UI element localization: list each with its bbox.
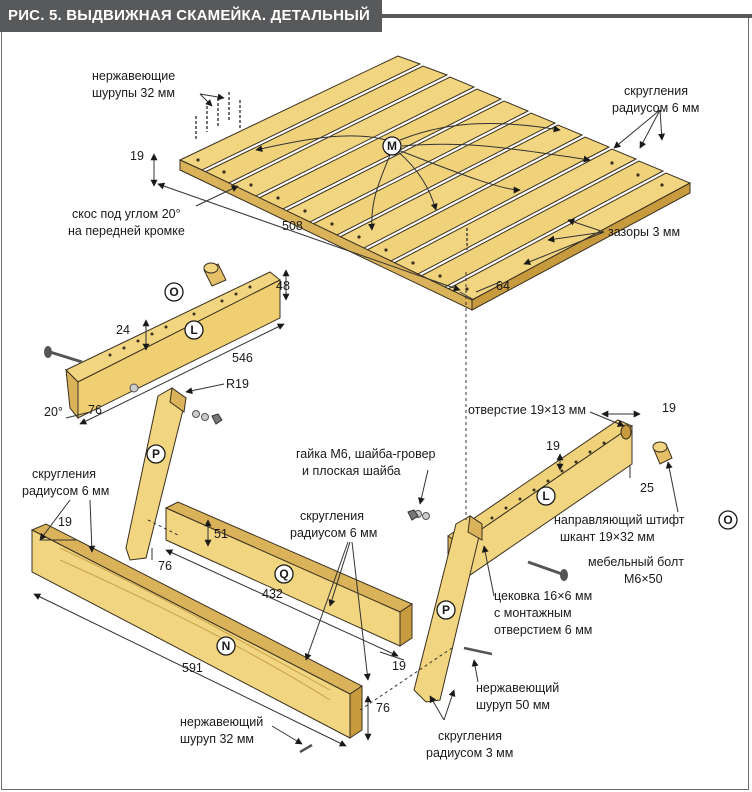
- label-round6-top-line1: скругления: [624, 84, 688, 98]
- part-marker-m: M: [382, 136, 402, 156]
- label-tnut-line1: цековка 16×6 мм: [494, 589, 592, 603]
- label-nut-line2: и плоская шайба: [302, 464, 401, 478]
- label-tnut-line2: с монтажным: [494, 606, 572, 620]
- label-screw50-line1: нержавеющий: [476, 681, 559, 695]
- part-marker-p-left: P: [146, 444, 166, 464]
- label-hole: отверстие 19×13 мм: [468, 403, 586, 417]
- dim-20deg: 20°: [44, 405, 63, 419]
- washer-icon: [192, 410, 200, 418]
- svg-text:L: L: [190, 323, 197, 337]
- nut-icon: [407, 509, 419, 521]
- dim-64: 64: [496, 279, 510, 293]
- part-marker-n: N: [216, 636, 236, 656]
- hole-icon: [620, 424, 632, 440]
- dim-76-p: 76: [158, 559, 172, 573]
- washer-icon: [422, 512, 430, 520]
- label-bolt-line1: мебельный болт: [588, 555, 684, 569]
- part-marker-o-right: O: [718, 510, 738, 530]
- part-markers: M O L P Q N L P O: [146, 136, 738, 656]
- label-screws32-line2: шурупы 32 мм: [92, 86, 175, 100]
- figure-title: РИС. 5. ВЫДВИЖНАЯ СКАМЕЙКА. ДЕТАЛЬНЫЙ ВИ…: [0, 0, 382, 56]
- screw-icon: [299, 743, 313, 754]
- dim-19-right-top: 19: [662, 401, 676, 415]
- label-gaps: зазоры 3 мм: [608, 225, 680, 239]
- label-screw32b-line1: нержавеющий: [180, 715, 263, 729]
- dim-51: 51: [214, 527, 228, 541]
- label-bolt-line2: М6×50: [624, 572, 663, 586]
- dim-76-n: 76: [376, 701, 390, 715]
- screw-icon: [463, 646, 493, 656]
- bolt-right: [527, 560, 568, 581]
- dim-432: 432: [262, 587, 283, 601]
- label-bevel-line1: скос под углом 20°: [72, 207, 181, 221]
- figure-border: [1, 16, 749, 790]
- label-round6-left-line2: радиусом 6 мм: [22, 484, 109, 498]
- dowel-right: [652, 441, 673, 465]
- label-round6-left-line1: скругления: [32, 467, 96, 481]
- part-marker-q: Q: [274, 564, 294, 584]
- washer-icon: [201, 413, 209, 421]
- label-round6-top-line2: радиусом 6 мм: [612, 101, 699, 115]
- dimension-labels: 19 508 64 48 24 546 20° 76 R19 19 19 25 …: [44, 149, 676, 715]
- dim-24: 24: [116, 323, 130, 337]
- dim-508: 508: [282, 219, 303, 233]
- dim-591: 591: [182, 661, 203, 675]
- svg-text:P: P: [442, 603, 450, 617]
- label-screw50-line2: шуруп 50 мм: [476, 698, 550, 712]
- part-marker-o-left: O: [164, 282, 184, 302]
- part-marker-p-right: P: [436, 600, 456, 620]
- label-round3-line1: скругления: [438, 729, 502, 743]
- svg-text:L: L: [542, 489, 549, 503]
- svg-text:O: O: [723, 513, 732, 527]
- label-round6-mid-line2: радиусом 6 мм: [290, 526, 377, 540]
- seat-slats: [178, 55, 692, 301]
- dim-19-right: 19: [546, 439, 560, 453]
- dowel-left: [203, 262, 227, 287]
- dim-19-q: 19: [392, 659, 406, 673]
- label-bevel-line2: на передней кромке: [68, 224, 185, 238]
- title-rule: [382, 14, 752, 18]
- label-dowel-line1: направляющий штифт: [554, 513, 685, 527]
- dimension-lines: [33, 153, 641, 747]
- dim-76-l: 76: [88, 403, 102, 417]
- part-marker-l-left: L: [184, 320, 204, 340]
- dim-r19: R19: [226, 377, 249, 391]
- label-dowel-line2: шкант 19×32 мм: [560, 530, 655, 544]
- label-nut-line1: гайка М6, шайба-гровер: [296, 447, 436, 461]
- svg-text:P: P: [152, 447, 160, 461]
- nut-icon: [211, 413, 223, 425]
- label-tnut-line3: отверстием 6 мм: [494, 623, 592, 637]
- svg-text:M: M: [387, 139, 397, 153]
- svg-text:O: O: [169, 285, 178, 299]
- seat-assembly: [178, 55, 692, 311]
- dim-546: 546: [232, 351, 253, 365]
- washer-icon: [129, 383, 139, 393]
- dim-19-top: 19: [130, 149, 144, 163]
- callout-labels: нержавеющие шурупы 32 мм скругления ради…: [22, 69, 699, 760]
- seat-right-edge: [471, 182, 691, 311]
- label-round6-mid-line1: скругления: [300, 509, 364, 523]
- bolt-left: [44, 346, 83, 364]
- label-screws32-line1: нержавеющие: [92, 69, 175, 83]
- svg-text:Q: Q: [279, 567, 288, 581]
- dim-48: 48: [276, 279, 290, 293]
- part-marker-l-right: L: [536, 486, 556, 506]
- label-screw32b-line2: шуруп 32 мм: [180, 732, 254, 746]
- label-round3-line2: радиусом 3 мм: [426, 746, 513, 760]
- dim-19-left: 19: [58, 515, 72, 529]
- seat-screws: [195, 92, 468, 250]
- dim-25: 25: [640, 481, 654, 495]
- svg-text:N: N: [222, 639, 231, 653]
